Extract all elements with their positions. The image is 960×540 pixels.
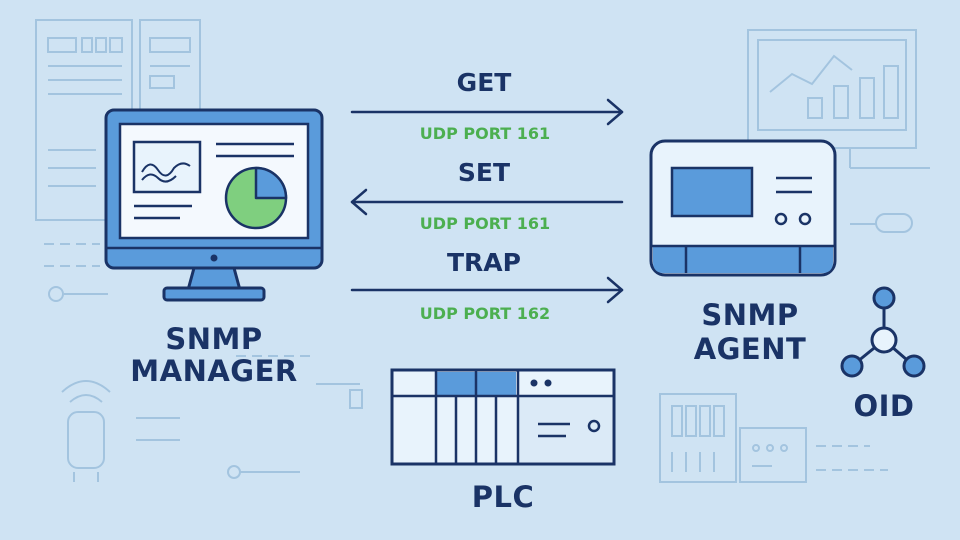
get-arrow <box>350 98 624 126</box>
manager-label-line2: MANAGER <box>130 354 298 388</box>
plc-label: PLC <box>471 480 535 514</box>
manager-computer-icon <box>104 108 324 302</box>
manager-label-line1: SNMP <box>165 322 263 356</box>
agent-label-line1: SNMP <box>701 298 799 332</box>
set-port-label: UDP PORT 161 <box>419 214 551 233</box>
get-port-label: UDP PORT 161 <box>419 124 551 143</box>
agent-label-line2: AGENT <box>693 332 807 366</box>
set-label: SET <box>457 158 511 187</box>
trap-port-label: UDP PORT 162 <box>419 304 551 323</box>
trap-arrow <box>350 276 624 304</box>
get-label: GET <box>456 68 512 97</box>
background-decor <box>35 19 930 483</box>
oid-label: OID <box>853 389 915 423</box>
set-arrow <box>350 188 624 216</box>
agent-device-icon <box>649 139 837 277</box>
oid-tree-icon <box>840 286 926 378</box>
plc-icon <box>390 368 616 466</box>
trap-label: TRAP <box>447 248 521 277</box>
